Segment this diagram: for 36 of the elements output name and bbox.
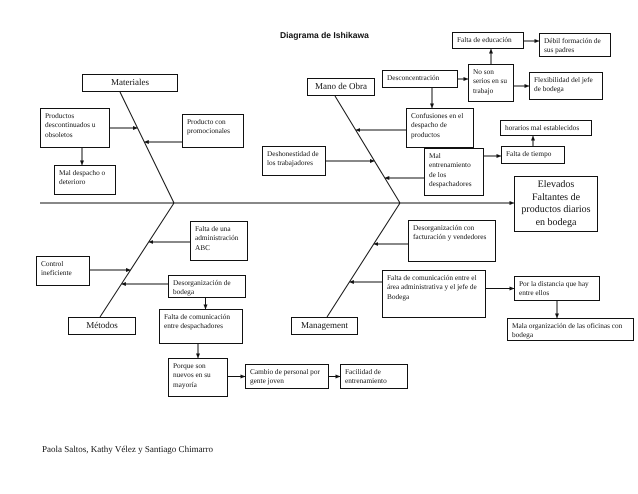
arrow [326,159,375,163]
arrow [484,154,502,158]
fishbone-line [120,92,174,204]
arrow [355,128,406,132]
arrow [348,280,382,284]
arrow [204,298,208,310]
arrow [228,374,246,378]
category-box: Materiales [82,74,178,92]
arrow [489,48,493,64]
arrow [373,242,408,246]
diagram-title: Diagrama de Ishikawa [280,30,369,40]
arrow [430,88,434,108]
spine-arrow [40,201,514,205]
arrow [148,240,190,244]
arrow [120,282,168,286]
category-box: Management [291,317,358,335]
category-box: Métodos [68,317,136,335]
arrow [458,77,468,81]
author-note: Paola Saltos, Kathy Vélez y Santiago Chimarro [42,444,214,454]
arrow [80,148,84,166]
fishbone-line [100,202,174,318]
arrow [514,84,530,88]
effect-box: Elevados Faltantes de productos diarios en bodega [514,176,598,232]
arrow [90,268,131,272]
arrow [110,126,138,130]
arrow [384,176,424,180]
arrow [144,140,182,144]
fishbone-line [326,202,400,318]
arrow [524,39,540,43]
fishbone-line [334,96,400,204]
arrow [531,136,535,146]
arrow [196,344,200,358]
category-box: Mano de Obra [307,78,375,96]
arrow [486,286,514,290]
arrow [555,300,559,318]
arrow [328,374,340,378]
